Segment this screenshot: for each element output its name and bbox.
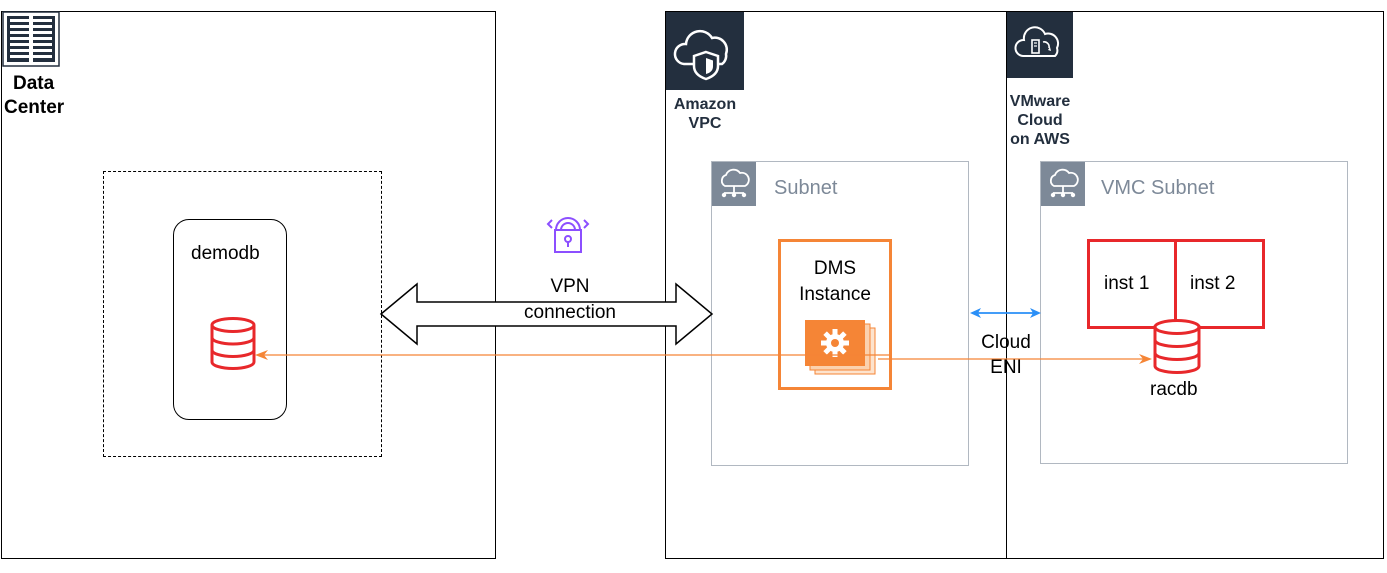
data-center-title-line2: Center	[4, 97, 65, 118]
cloud-eni-label-line2: ENI	[990, 357, 1022, 378]
rac-instance-1-label: inst 1	[1104, 273, 1150, 294]
database-icon	[210, 317, 256, 370]
data-center-container	[1, 11, 496, 559]
demodb-label: demodb	[191, 243, 260, 264]
amazon-vpc-title-line1: Amazon	[673, 96, 737, 113]
rac-instance-2	[1174, 239, 1265, 329]
vmc-subnet-icon	[1041, 162, 1085, 206]
vmware-cloud-title-line1: VMware	[1009, 93, 1071, 110]
vmware-cloud-title-line3: on AWS	[1010, 131, 1070, 148]
server-rack-icon	[2, 11, 60, 67]
subnet-label: Subnet	[774, 177, 838, 199]
racdb-label: racdb	[1150, 379, 1198, 400]
vpn-connection-label-line2: connection	[524, 302, 616, 323]
vpc-cloud-shield-icon	[666, 12, 744, 90]
vmc-subnet-group	[1040, 161, 1348, 464]
vmware-cloud-title: VMware Cloud on AWS	[995, 92, 1085, 149]
data-center-title: Data Center	[4, 72, 64, 120]
vpn-connection-label: VPN connection	[500, 274, 640, 326]
rac-instance-2-label: inst 2	[1190, 273, 1236, 294]
data-center-title-line1: Data	[13, 73, 55, 94]
dms-instance-label-line1: DMS	[813, 258, 857, 279]
vmware-cloud-container	[1006, 11, 1384, 559]
gear-icon	[805, 320, 876, 375]
vmware-cloud-title-line2: Cloud	[1017, 112, 1063, 129]
cloud-eni-label: Cloud ENI	[970, 330, 1042, 380]
vmc-subnet-label: VMC Subnet	[1101, 177, 1215, 199]
subnet-icon	[712, 162, 756, 206]
vmc-cloud-icon	[1007, 12, 1073, 78]
amazon-vpc-title-line2: VPC	[688, 115, 722, 132]
dms-instance-label-line2: Instance	[799, 284, 871, 305]
vpn-lock-icon	[546, 217, 590, 253]
dms-instance-label: DMS Instance	[778, 256, 892, 308]
racdb-database-icon	[1153, 319, 1201, 374]
amazon-vpc-title: Amazon VPC	[666, 95, 744, 133]
cloud-eni-label-line1: Cloud	[981, 332, 1031, 353]
vpn-connection-label-line1: VPN	[550, 276, 590, 297]
